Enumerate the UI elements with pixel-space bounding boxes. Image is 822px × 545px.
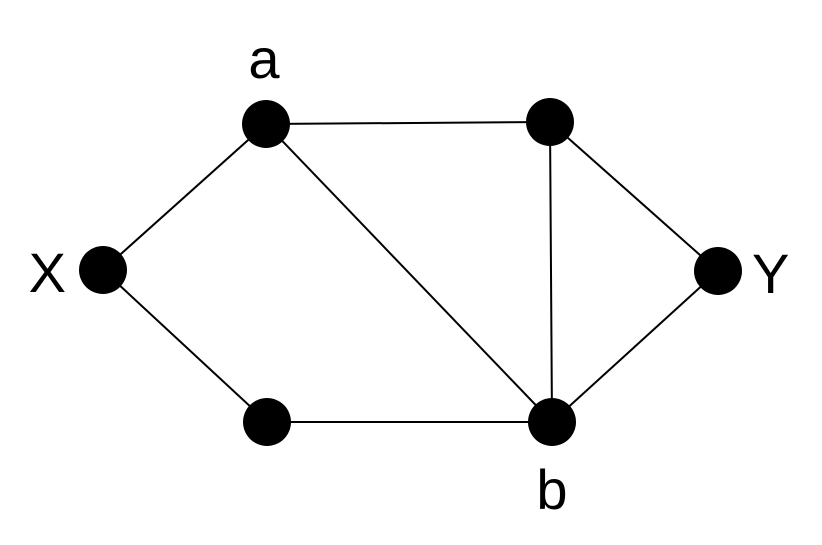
edge-X-v-bottom-left	[102, 269, 268, 423]
edge-a-v-top-right	[265, 121, 551, 125]
edge-v-top-right-Y	[549, 121, 719, 272]
node-label-b: b	[536, 458, 567, 521]
node-Y	[694, 247, 742, 295]
edge-a-b	[265, 123, 553, 423]
edge-v-top-right-b	[549, 121, 553, 423]
edge-X-a	[102, 123, 267, 271]
node-X	[79, 246, 127, 294]
node-label-a: a	[248, 27, 280, 90]
node-a	[242, 100, 290, 148]
node-v-bottom-left	[243, 398, 291, 446]
node-v-top-right	[526, 98, 574, 146]
node-b	[528, 398, 576, 446]
edge-b-Y	[551, 270, 719, 423]
node-label-Y: Y	[752, 242, 789, 305]
node-label-X: X	[29, 241, 66, 304]
